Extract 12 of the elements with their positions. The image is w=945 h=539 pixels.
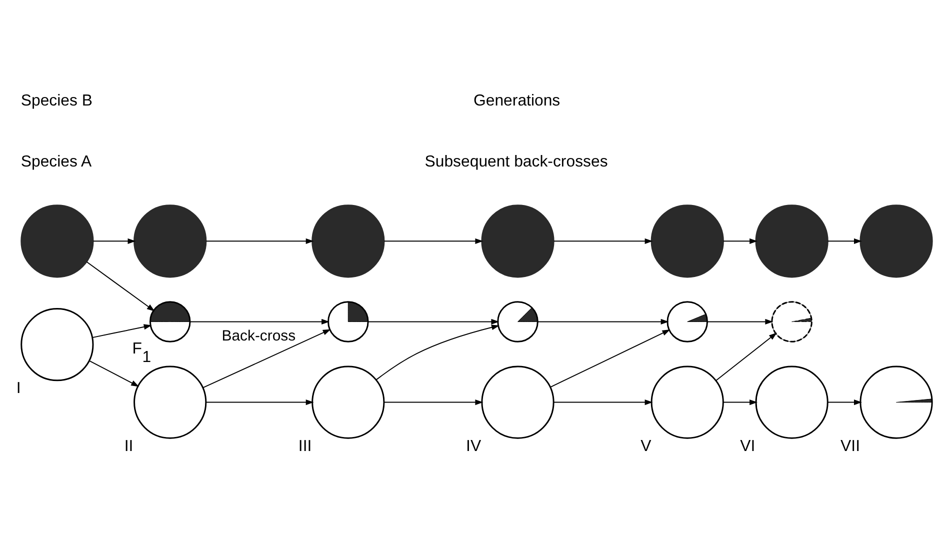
node-label: I — [16, 380, 21, 397]
label: Species A — [20, 152, 92, 170]
label: Generations — [473, 92, 560, 110]
label: Species B — [20, 92, 92, 110]
node-label: IV — [466, 437, 482, 454]
node-label: II — [124, 437, 134, 454]
label: Subsequent back-crosses — [424, 152, 608, 170]
node-label: VII — [840, 437, 860, 454]
node-label: V — [640, 437, 652, 454]
node-label: VI — [740, 437, 756, 454]
edge-label: Back-cross — [222, 327, 296, 344]
node-label: III — [298, 437, 312, 454]
